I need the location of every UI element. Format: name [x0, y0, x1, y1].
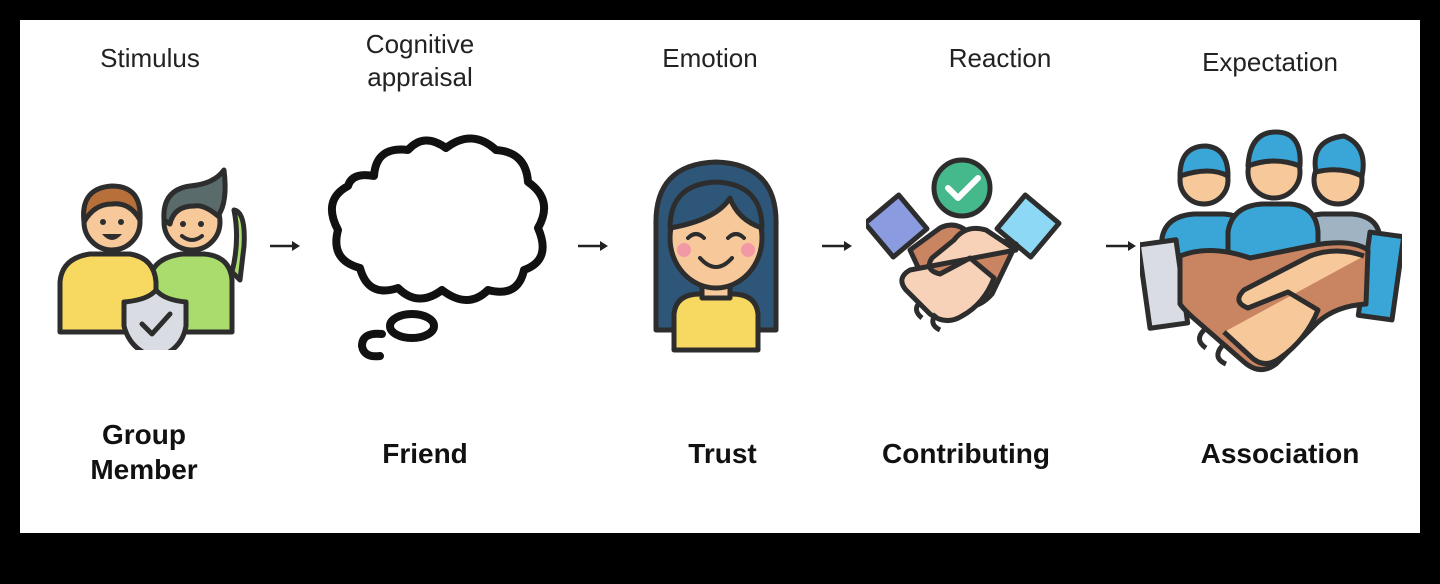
stage-label-group-member: Group Member: [90, 419, 198, 485]
thought-cloud-icon: [327, 134, 549, 361]
stage-label-association: Association: [1200, 438, 1360, 469]
stage-header-reaction: Reaction: [948, 43, 1052, 73]
stage-header-cognitive-appraisal: Cognitive appraisal: [365, 29, 475, 92]
stage-label-contributing: Contributing: [882, 438, 1050, 469]
team-handshake-icon: [1140, 129, 1402, 372]
arrow-right-icon: [1106, 241, 1136, 251]
diagram-panel: Stimulus Cognitive appraisal Emotion Rea…: [20, 20, 1420, 533]
arrow-right-icon: [270, 241, 300, 251]
group-member-shield-icon: [57, 167, 247, 350]
stage-label-friend: Friend: [382, 438, 468, 469]
stage-header-stimulus: Stimulus: [100, 43, 200, 73]
arrow-right-icon: [822, 241, 852, 251]
smiling-person-icon: [653, 159, 779, 353]
stage-header-expectation: Expectation: [1202, 47, 1338, 77]
arrow-right-icon: [578, 241, 608, 251]
handshake-check-icon: [866, 157, 1062, 333]
stage-label-trust: Trust: [688, 438, 757, 469]
stage-header-emotion: Emotion: [662, 43, 758, 73]
